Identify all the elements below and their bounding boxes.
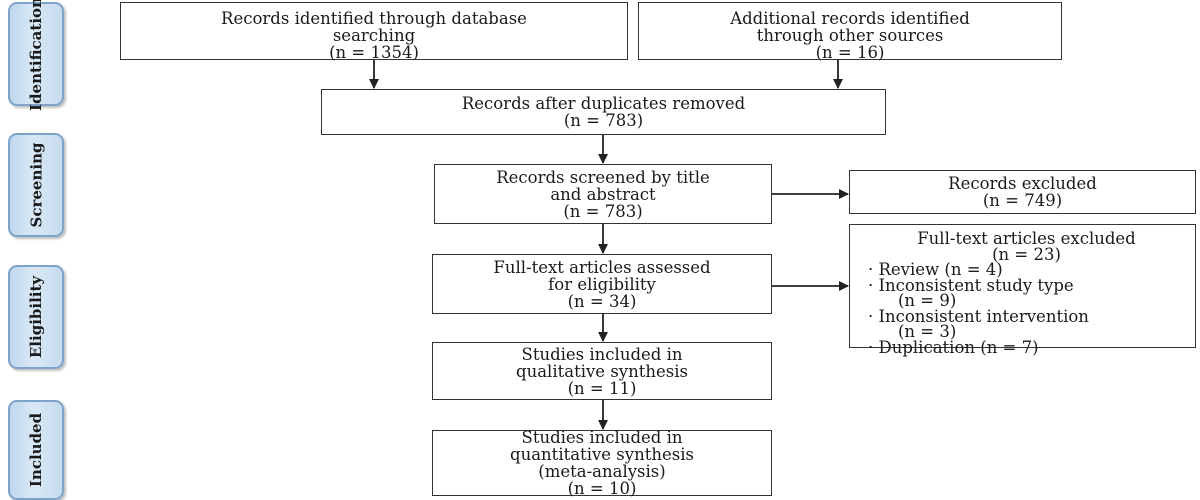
- fulltext-assessed-count: (n = 34): [567, 291, 637, 311]
- db-search-line1: Records identified through database: [221, 9, 527, 28]
- qualitative-line2: qualitative synthesis: [516, 361, 688, 381]
- reason-intervention: · Inconsistent intervention: [868, 306, 1089, 326]
- screened-count: (n = 783): [563, 201, 643, 221]
- after-duplicates-line1: Records after duplicates removed: [461, 94, 746, 113]
- box-qualitative-synthesis: Studies included in qualitative synthesi…: [432, 342, 772, 400]
- reason-duplication: · Duplication (n = 7): [868, 337, 1039, 357]
- db-search-line2: searching: [332, 26, 416, 45]
- qualitative-line1: Studies included in: [521, 344, 683, 364]
- quantitative-count: (n = 10): [567, 479, 637, 498]
- excluded-line1: Records excluded: [948, 174, 1097, 193]
- stage-tab-screening: Screening: [8, 133, 64, 237]
- stage-tab-eligibility: Eligibility: [8, 265, 64, 369]
- quantitative-line3: (meta-analysis): [538, 462, 666, 481]
- screened-line2: and abstract: [550, 184, 656, 204]
- reason-intervention-count: (n = 3): [898, 322, 957, 341]
- other-sources-count: (n = 16): [815, 43, 885, 62]
- other-sources-line1: Additional records identified: [730, 9, 970, 28]
- screened-line1: Records screened by title: [496, 167, 710, 187]
- box-after-duplicates: Records after duplicates removed (n = 78…: [321, 89, 886, 135]
- fulltext-excluded-count: (n = 23): [992, 244, 1061, 264]
- fulltext-assessed-line2: for eligibility: [548, 274, 656, 294]
- box-fulltext-excluded: Full-text articles excluded (n = 23) · R…: [849, 224, 1196, 355]
- quantitative-line1: Studies included in: [521, 428, 683, 447]
- stage-tab-included: Included: [8, 400, 64, 500]
- box-records-excluded: Records excluded (n = 749): [849, 170, 1196, 214]
- reason-study-type: · Inconsistent study type: [868, 275, 1074, 295]
- box-quantitative-synthesis: Studies included in quantitative synthes…: [432, 428, 772, 498]
- after-duplicates-count: (n = 783): [563, 111, 644, 130]
- box-database-records: Records identified through database sear…: [120, 2, 628, 62]
- db-search-count: (n = 1354): [329, 43, 419, 62]
- reason-review: · Review (n = 4): [868, 260, 1003, 279]
- quantitative-line2: quantitative synthesis: [510, 445, 694, 464]
- box-records-screened: Records screened by title and abstract (…: [434, 164, 772, 224]
- box-other-sources: Additional records identified through ot…: [638, 2, 1062, 62]
- reason-study-type-count: (n = 9): [898, 291, 957, 310]
- box-fulltext-assessed: Full-text articles assessed for eligibil…: [432, 254, 772, 314]
- fulltext-excluded-title: Full-text articles excluded: [917, 229, 1136, 248]
- excluded-count: (n = 749): [982, 191, 1063, 210]
- qualitative-count: (n = 11): [567, 378, 637, 398]
- other-sources-line2: through other sources: [756, 26, 944, 45]
- stage-tab-identification: Identification: [8, 0, 64, 111]
- fulltext-assessed-line1: Full-text articles assessed: [493, 257, 711, 277]
